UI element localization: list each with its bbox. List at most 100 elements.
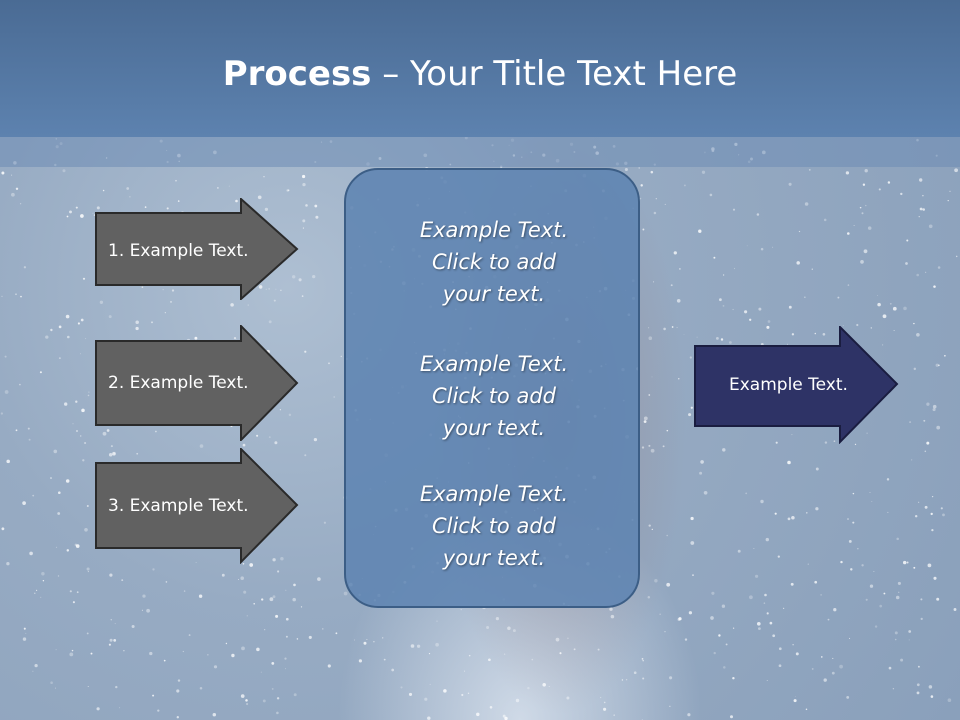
spray-droplet xyxy=(165,581,168,583)
spray-droplet xyxy=(782,607,785,610)
spray-droplet xyxy=(648,444,651,447)
spray-droplet xyxy=(54,687,56,689)
spray-droplet xyxy=(908,630,912,633)
spray-droplet xyxy=(121,579,124,582)
spray-droplet xyxy=(892,688,895,690)
spray-droplet xyxy=(66,215,69,218)
text-line: Example Text. xyxy=(419,352,569,376)
spray-droplet xyxy=(155,430,157,433)
spray-droplet xyxy=(335,632,338,635)
spray-droplet xyxy=(663,327,666,331)
spray-droplet xyxy=(559,652,562,655)
arrow-shape-icon xyxy=(694,326,899,444)
spray-droplet xyxy=(542,683,546,687)
process-arrow-2[interactable]: 2. Example Text. xyxy=(95,325,300,441)
spray-droplet xyxy=(58,325,62,329)
spray-droplet xyxy=(235,199,238,203)
spray-droplet xyxy=(930,695,934,698)
center-text-box[interactable]: Example Text. Click to add your text. Ex… xyxy=(344,168,640,608)
spray-droplet xyxy=(39,371,42,374)
spray-droplet xyxy=(58,357,61,360)
spray-droplet xyxy=(873,570,875,572)
spray-droplet xyxy=(889,302,892,305)
spray-droplet xyxy=(760,499,764,504)
text-line: your text. xyxy=(442,282,546,306)
title-bar-shadow xyxy=(0,137,960,167)
spray-droplet xyxy=(669,676,673,680)
text-line: Click to add xyxy=(431,250,556,274)
spray-droplet xyxy=(906,561,909,564)
spray-droplet xyxy=(163,659,166,662)
process-arrow-3[interactable]: 3. Example Text. xyxy=(95,448,300,564)
spray-droplet xyxy=(233,336,237,340)
spray-droplet xyxy=(831,671,835,675)
spray-droplet xyxy=(804,296,806,298)
spray-droplet xyxy=(238,578,239,580)
spray-droplet xyxy=(648,524,651,527)
spray-droplet xyxy=(650,448,655,453)
spray-droplet xyxy=(108,315,112,319)
spray-droplet xyxy=(276,697,280,700)
spray-droplet xyxy=(135,320,139,325)
spray-droplet xyxy=(65,479,70,483)
spray-droplet xyxy=(933,285,936,288)
spray-droplet xyxy=(916,273,920,277)
spray-droplet xyxy=(772,634,776,638)
spray-droplet xyxy=(271,687,274,690)
result-arrow[interactable]: Example Text. xyxy=(694,326,900,444)
spray-droplet xyxy=(274,441,278,445)
spray-droplet xyxy=(597,648,600,651)
spray-droplet xyxy=(651,376,653,378)
spray-droplet xyxy=(650,170,654,174)
spray-droplet xyxy=(621,679,624,681)
spray-droplet xyxy=(113,453,115,455)
spray-droplet xyxy=(811,268,813,270)
spray-droplet xyxy=(924,505,928,509)
spray-droplet xyxy=(504,716,508,720)
spray-droplet xyxy=(814,332,817,335)
spray-droplet xyxy=(84,441,87,445)
spray-droplet xyxy=(892,306,897,311)
spray-droplet xyxy=(887,511,889,513)
spray-droplet xyxy=(786,343,788,345)
spray-droplet xyxy=(766,325,770,329)
spray-droplet xyxy=(796,261,800,265)
spray-droplet xyxy=(292,597,296,602)
spray-droplet xyxy=(115,685,118,689)
spray-droplet xyxy=(136,452,139,455)
spray-droplet xyxy=(863,249,868,254)
spray-droplet xyxy=(285,589,287,591)
spray-droplet xyxy=(913,566,916,569)
spray-droplet xyxy=(953,608,957,611)
spray-droplet xyxy=(894,631,898,635)
spray-droplet xyxy=(0,412,4,415)
spray-droplet xyxy=(775,441,778,444)
spray-droplet xyxy=(322,628,324,630)
spray-droplet xyxy=(932,408,936,412)
spray-droplet xyxy=(698,229,702,233)
process-arrow-1[interactable]: 1. Example Text. xyxy=(95,198,300,300)
spray-droplet xyxy=(358,659,362,663)
spray-droplet xyxy=(296,638,299,640)
spray-droplet xyxy=(164,312,166,314)
spray-droplet xyxy=(217,187,219,189)
spray-droplet xyxy=(366,638,368,640)
spray-droplet xyxy=(92,212,94,214)
spray-droplet xyxy=(40,596,42,599)
spray-droplet xyxy=(925,271,927,273)
spray-droplet xyxy=(4,355,7,358)
spray-droplet xyxy=(937,266,941,269)
page-title[interactable]: Process – Your Title Text Here xyxy=(0,50,960,98)
spray-droplet xyxy=(864,169,868,173)
spray-droplet xyxy=(815,467,819,471)
spray-droplet xyxy=(874,625,878,628)
spray-droplet xyxy=(927,563,932,568)
spray-droplet xyxy=(69,590,72,593)
spray-droplet xyxy=(464,670,466,672)
spray-droplet xyxy=(142,594,146,598)
spray-droplet xyxy=(911,459,913,461)
spray-droplet xyxy=(847,232,850,235)
spray-droplet xyxy=(82,459,85,462)
arrow-shape-icon xyxy=(95,325,299,441)
